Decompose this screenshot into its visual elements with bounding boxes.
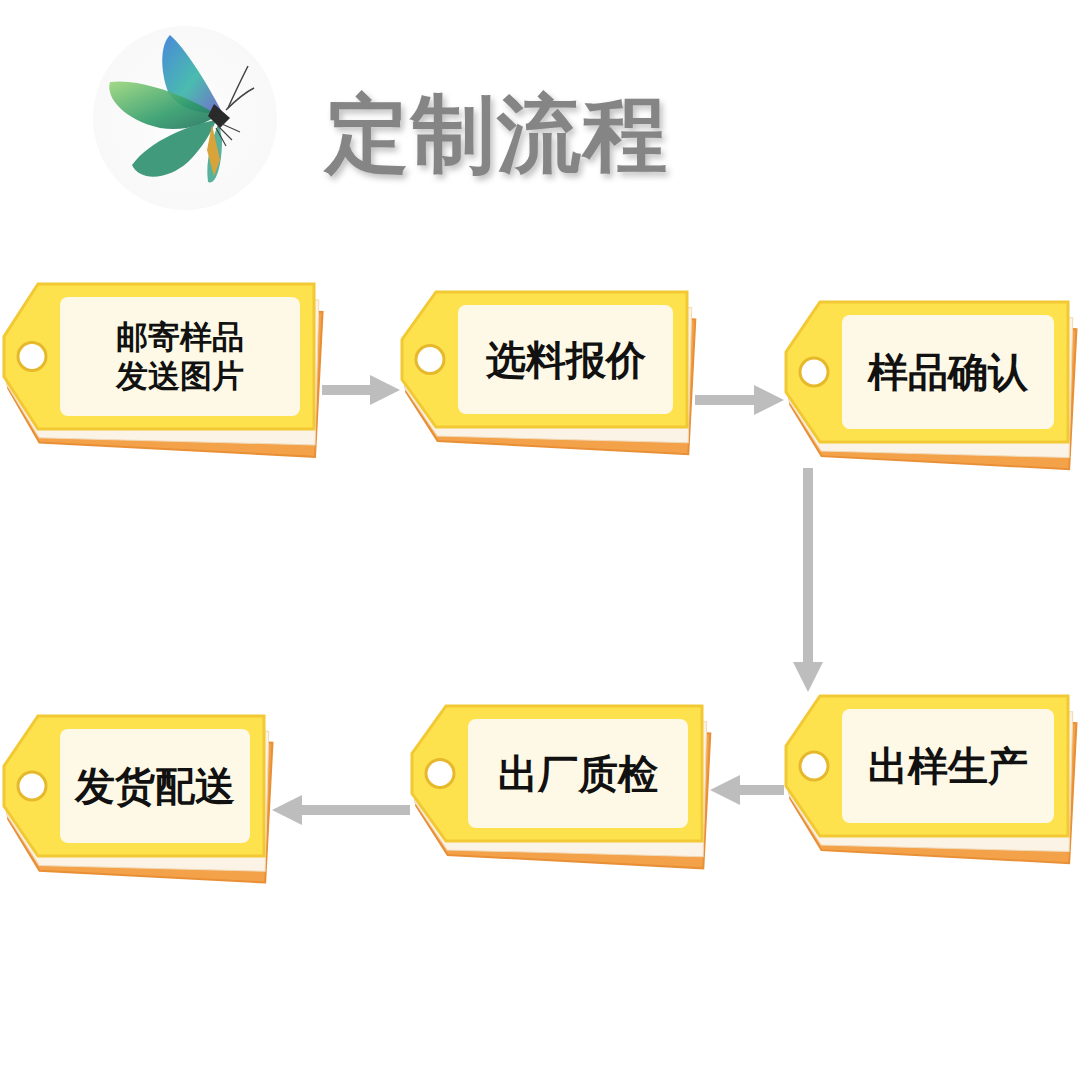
tag-label-area: 出样生产 <box>842 709 1054 823</box>
tag-hole <box>18 772 46 800</box>
tag-body <box>4 284 314 429</box>
tag-body <box>786 302 1068 442</box>
process-tag: 发货配送 <box>2 712 272 882</box>
butterfly-antenna <box>226 88 254 110</box>
flow-arrow <box>287 805 410 815</box>
tag-label-area: 邮寄样品 发送图片 <box>60 297 300 416</box>
tag-label-panel <box>458 305 673 414</box>
tag-label-area: 样品确认 <box>842 315 1054 429</box>
step-label: 选料报价 <box>486 336 646 384</box>
step-label: 样品确认 <box>868 348 1028 396</box>
tag-hole <box>426 760 454 788</box>
flow-arrow <box>803 468 813 677</box>
butterfly-wing <box>207 122 222 182</box>
butterfly-body <box>208 104 230 128</box>
step-label: 邮寄样品 发送图片 <box>60 318 300 395</box>
flow-arrow <box>695 395 769 405</box>
butterfly-halo <box>93 26 277 210</box>
tag-hole <box>800 752 828 780</box>
step-label: 出样生产 <box>868 742 1028 790</box>
tag-hole <box>18 343 46 371</box>
butterfly-antenna <box>228 66 248 108</box>
tag-label-area: 选料报价 <box>458 305 673 414</box>
tag-body <box>402 292 687 427</box>
tag-hole <box>800 358 828 386</box>
tag-body <box>4 716 264 856</box>
tag-label-panel <box>468 719 688 828</box>
butterfly-wing <box>132 120 216 177</box>
page-title: 定制流程 <box>325 78 669 192</box>
step-label: 发货配送 <box>75 762 235 810</box>
flow-arrow <box>322 385 385 395</box>
process-tag: 出样生产 <box>784 692 1076 862</box>
flow-arrow <box>725 785 784 795</box>
step-label: 出厂质检 <box>498 750 658 798</box>
tag-body <box>412 706 702 841</box>
process-tag: 出厂质检 <box>410 702 710 867</box>
tag-label-panel <box>842 709 1054 823</box>
butterfly-wing <box>109 81 218 129</box>
process-tag: 样品确认 <box>784 298 1076 468</box>
tag-label-panel <box>842 315 1054 429</box>
tag-label-area: 发货配送 <box>60 729 250 843</box>
butterfly <box>93 26 277 210</box>
butterfly-leg <box>216 124 240 146</box>
tag-label-area: 出厂质检 <box>468 719 688 828</box>
process-tag: 邮寄样品 发送图片 <box>2 280 322 455</box>
tag-body <box>786 696 1068 836</box>
process-tag: 选料报价 <box>400 288 695 453</box>
tag-hole <box>416 346 444 374</box>
tag-label-panel <box>60 729 250 843</box>
tag-label-panel <box>60 297 300 416</box>
